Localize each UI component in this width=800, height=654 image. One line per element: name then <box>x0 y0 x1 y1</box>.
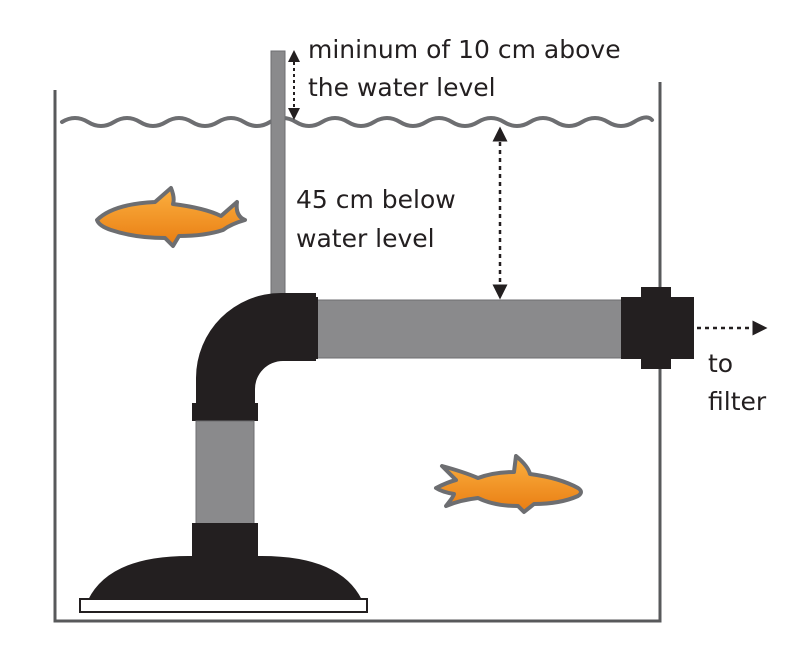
pipe-elbow <box>196 293 316 405</box>
label-below-line2: water level <box>296 224 435 253</box>
horizontal-pipe <box>313 299 627 359</box>
water-surface <box>60 115 654 128</box>
label-to-filter-line1: to <box>708 349 733 378</box>
fish-icon <box>95 186 247 248</box>
elbow-collar-top <box>300 297 318 359</box>
fish-icon <box>434 454 583 514</box>
vent-tube <box>270 50 286 304</box>
wall-fitting-center <box>641 287 671 369</box>
vertical-pipe <box>195 420 255 528</box>
label-min-above-line1: mininum of 10 cm above <box>308 35 621 64</box>
wall-fitting-outer <box>668 297 694 359</box>
label-below-line1: 45 cm below <box>296 185 456 214</box>
wall-fitting-inner <box>621 297 643 359</box>
suction-dome <box>88 555 362 600</box>
base-plate <box>79 598 368 613</box>
elbow-collar-bottom <box>192 403 258 421</box>
label-to-filter-line2: filter <box>708 387 767 416</box>
label-min-above-line2: the water level <box>308 73 496 102</box>
